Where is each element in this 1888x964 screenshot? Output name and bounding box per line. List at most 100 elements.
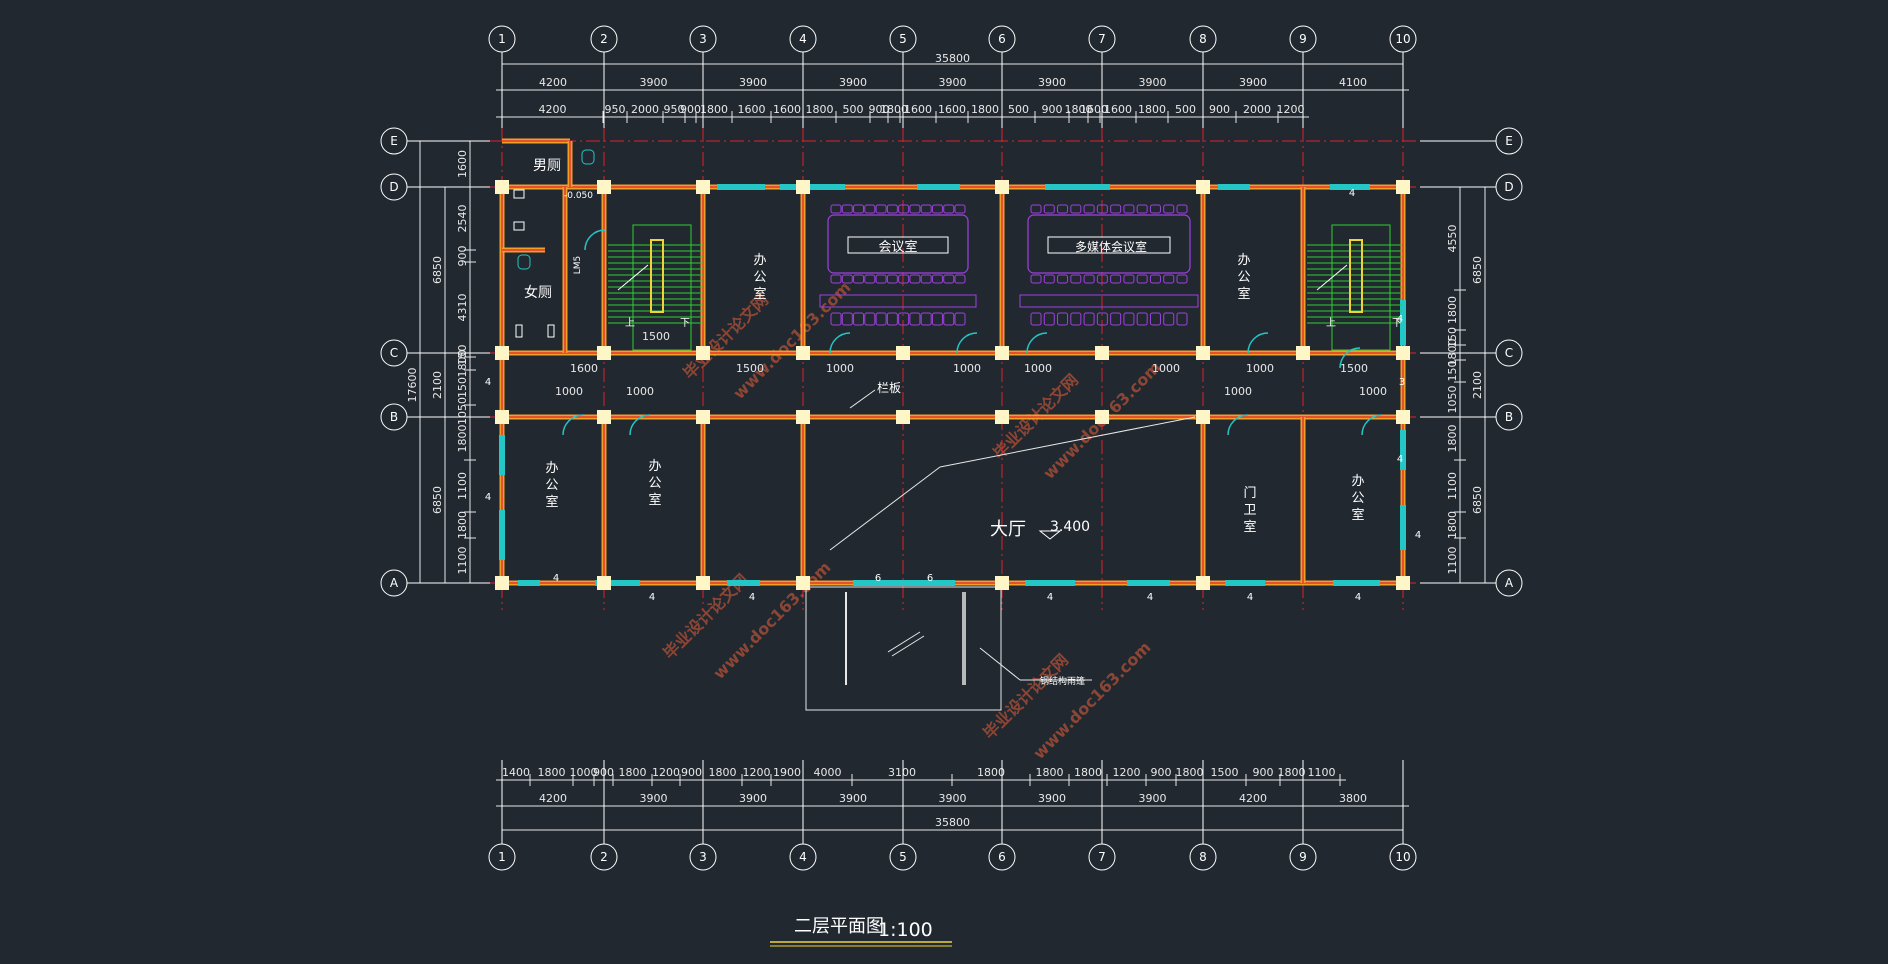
multimedia-room-audience-chair	[1096, 312, 1108, 326]
door-width-label: 1000	[555, 385, 583, 398]
left-outer-dim-label: 6850	[431, 486, 444, 514]
conference-room-chair	[841, 204, 853, 214]
left-inner-dim-label: 150	[456, 345, 469, 366]
left-inner-dim-label: 1050	[456, 397, 469, 425]
left-total-label: 17600	[406, 368, 419, 403]
label-stair-down-east: 下	[1392, 318, 1402, 329]
column-layer	[495, 180, 1410, 590]
label-conference-room: 会议室	[878, 239, 917, 255]
multimedia-room-audience-chair	[1123, 312, 1135, 326]
multimedia-room-desk	[1019, 294, 1199, 308]
label-office-south-9-char: 公	[1351, 491, 1364, 506]
right-inner-dim-label: 150	[1446, 361, 1459, 382]
door-width-label: 1500	[1340, 362, 1368, 375]
label-lm5: LM5	[573, 256, 583, 275]
left-inner-dim-label: 1100	[456, 547, 469, 575]
bottom-detail-dim-label: 1500	[1211, 766, 1239, 779]
drawing-title: 二层平面图	[794, 916, 884, 937]
label-office-north-8-char: 室	[1237, 286, 1250, 302]
bottom-bay-dim-label: 4200	[539, 792, 567, 805]
bottom-detail-dim-label: 1100	[1308, 766, 1336, 779]
top-bay-dim-label: 3900	[1239, 76, 1267, 89]
door-width-label: 1000	[826, 362, 854, 375]
conference-room-chair	[954, 274, 966, 284]
label-elevation-minus: -0.050	[564, 191, 593, 201]
left-inner-dim-label: 2540	[456, 205, 469, 233]
stair-west-well	[650, 239, 664, 313]
toilet-fixture	[517, 254, 531, 270]
right-inner-dim-label: 150	[1446, 327, 1459, 348]
top-detail-dim-label: 500	[1175, 103, 1196, 116]
door-width-label: 1000	[1359, 385, 1387, 398]
door-swing-4	[1247, 332, 1269, 354]
bottom-detail-dim-label: 3100	[888, 766, 916, 779]
top-detail-dim-label: 1600	[1104, 103, 1132, 116]
conference-room-chair	[886, 204, 898, 214]
canopy-glass-mark	[891, 635, 925, 657]
window-number: 4	[1349, 188, 1355, 199]
axis-bubble-top-5-label: 5	[899, 32, 907, 46]
bottom-detail-dim-label: 1200	[652, 766, 680, 779]
axis-bubble-top-7-label: 7	[1098, 32, 1106, 46]
top-detail-dim-label: 900	[1209, 103, 1230, 116]
bottom-bay-dim-label: 3900	[1038, 792, 1066, 805]
conference-room-table	[827, 214, 969, 274]
conference-room-chair	[898, 274, 910, 284]
bottom-detail-dim-label: 1800	[1036, 766, 1064, 779]
top-detail-dim-label: 1600	[938, 103, 966, 116]
label-office-north-3-char: 公	[753, 270, 766, 285]
door-swing-6	[562, 414, 584, 436]
drawing-scale: 1:100	[878, 919, 933, 941]
axis-bubble-top-8-label: 8	[1199, 32, 1207, 46]
bottom-detail-dim-label: 1800	[538, 766, 566, 779]
multimedia-room-chair	[1163, 274, 1175, 284]
multimedia-room-audience-chair	[1057, 312, 1069, 326]
window-top-3	[1045, 184, 1110, 190]
column-B5	[896, 410, 910, 424]
multimedia-room-audience-chair	[1043, 312, 1055, 326]
axis-bubble-top-2-label: 2	[600, 32, 608, 46]
axis-bubble-right-B-label: B	[1505, 410, 1513, 424]
column-D6	[995, 180, 1009, 194]
axis-bubble-bottom-7-label: 7	[1098, 850, 1106, 864]
door-width-label: 1000	[1024, 362, 1052, 375]
label-office-north-8: 办公室	[1237, 253, 1250, 302]
window-bottom-4	[1025, 580, 1075, 586]
conference-room-audience-chair	[841, 312, 853, 326]
label-office-south-1-char: 办	[545, 461, 558, 476]
conference-room-audience-chair	[943, 312, 955, 326]
multimedia-room-chair	[1096, 274, 1108, 284]
top-detail-dim-label: 1600	[904, 103, 932, 116]
multimedia-room-chair	[1163, 204, 1175, 214]
label-guard-room-char: 室	[1243, 519, 1256, 535]
bottom-detail-dim-label: 1800	[1074, 766, 1102, 779]
column-B3	[696, 410, 710, 424]
stair-east-arrow	[1316, 264, 1348, 291]
column-B6	[995, 410, 1009, 424]
stair-west	[608, 224, 703, 351]
axis-bubble-left-E-label: E	[390, 134, 398, 148]
window-top-5	[1330, 184, 1370, 190]
label-office-south-9: 办公室	[1351, 474, 1364, 523]
conference-room-chair	[830, 204, 842, 214]
multimedia-room-chair	[1043, 274, 1055, 284]
column-C4	[796, 346, 810, 360]
left-inner-dim-label: 1800	[456, 425, 469, 453]
multimedia-room-chair	[1083, 204, 1095, 214]
multimedia-room-chair	[1136, 274, 1148, 284]
label-office-south-2: 办公室	[648, 459, 661, 508]
conference-room-audience-chair	[920, 312, 932, 326]
column-B2	[597, 410, 611, 424]
column-D10	[1396, 180, 1410, 194]
multimedia-room-chair	[1096, 204, 1108, 214]
bottom-detail-dim-label: 1000	[570, 766, 598, 779]
column-B8	[1196, 410, 1210, 424]
axis-bubble-bottom-8-label: 8	[1199, 850, 1207, 864]
conference-room-audience-chair	[898, 312, 910, 326]
label-office-south-2-char: 公	[648, 476, 661, 491]
left-inner-dim-label: 1800	[456, 350, 469, 378]
right-inner-dim-label: 1800	[1446, 425, 1459, 453]
entrance-canopy	[805, 586, 1002, 711]
conference-room-desk	[819, 294, 977, 308]
